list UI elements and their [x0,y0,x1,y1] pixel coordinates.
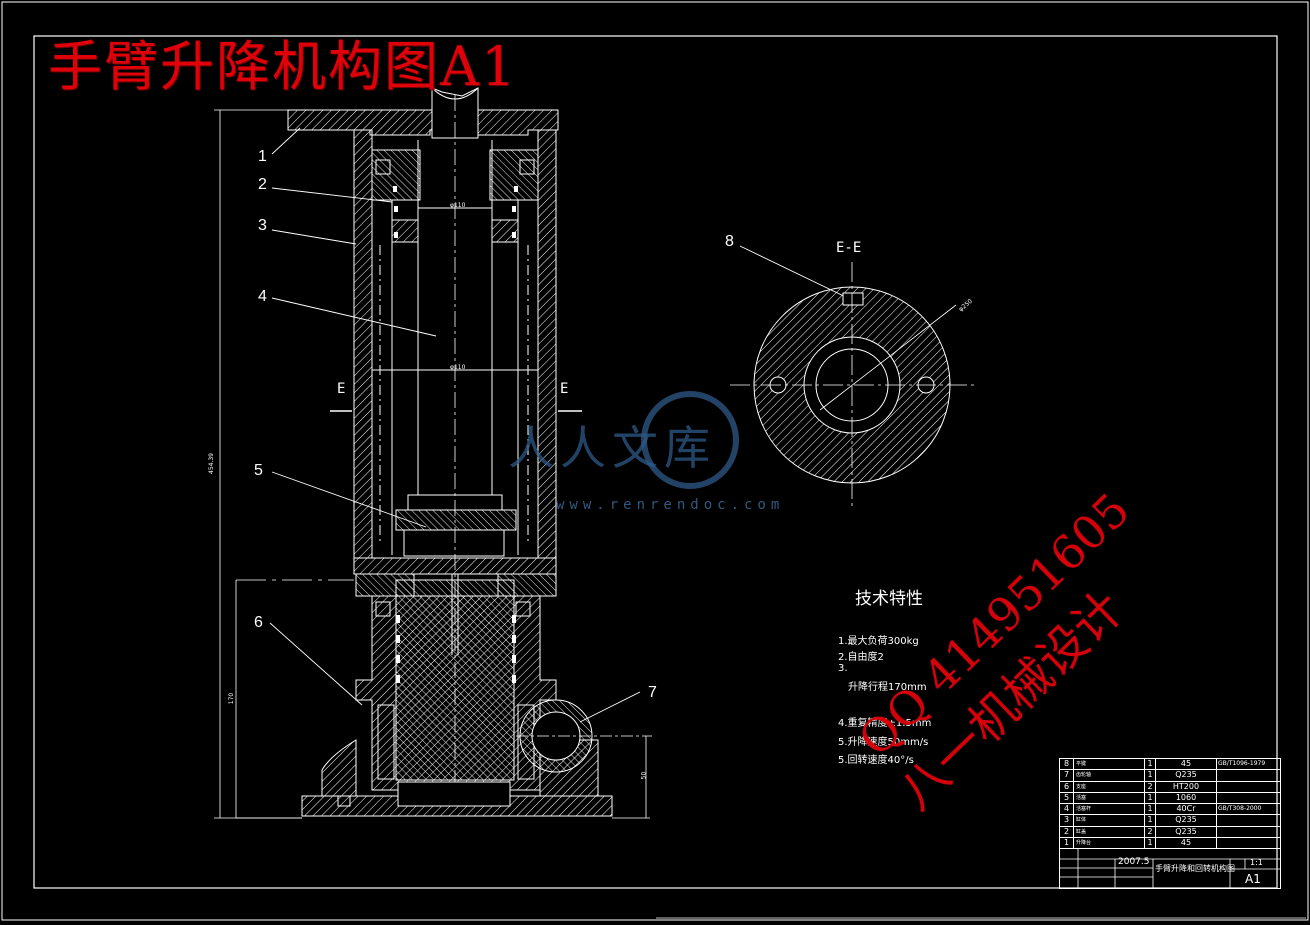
dim-right-height: 50 [640,771,648,780]
dim-total-height: 454.39 [208,453,215,474]
part-label-6: 6 [254,614,263,631]
title-block-date: 2007.5 [1118,857,1150,867]
tech-line: 3. [838,663,848,674]
watermark-logo [641,391,739,489]
section-mark-left: E [337,381,346,397]
dim-bore-mid: φ110 [450,364,466,371]
leader-lines [269,127,853,723]
section-mark-right: E [560,381,569,397]
section-view-title: E-E [836,240,862,256]
inner-border [33,35,1278,889]
tech-line: 5.升降速度50mm/s [838,737,929,748]
main-section-view [236,87,652,817]
dimension-lines [214,109,650,819]
tech-line: 1.最大负荷300kg [838,636,919,647]
dim-bore-top: φ110 [450,202,466,209]
part-label-5: 5 [254,462,263,479]
part-label-8: 8 [725,233,734,250]
tech-line: 升降行程170mm [848,682,927,693]
dim-lower-height: 170 [228,692,236,705]
title-block-drawing-name: 手臂升降和回转机构图 [1155,864,1235,873]
tech-line: 2.自由度2 [838,652,884,663]
title-block-grid [1060,849,1280,888]
part-label-2: 2 [258,176,267,193]
section-e-e-view [730,262,974,508]
part-label-3: 3 [258,217,267,234]
tech-line: 4.重复精度±1.5mm [838,718,932,729]
watermark-url: www.renrendoc.com [556,497,785,513]
title-block-sheet: A1 [1245,872,1261,886]
tech-line: 5.回转速度40°/s [838,755,914,766]
part-label-4: 4 [258,288,267,305]
drawing-title: 手臂升降机构图A1 [48,35,518,98]
part-label-1: 1 [258,148,267,165]
title-block: 2007.5 手臂升降和回转机构图 1:1 A1 [1059,848,1281,889]
part-label-7: 7 [648,684,657,701]
title-block-scale: 1:1 [1250,858,1263,867]
watermark-logo-text: 人人文库 [508,421,716,475]
tech-title: 技术特性 [855,589,923,609]
